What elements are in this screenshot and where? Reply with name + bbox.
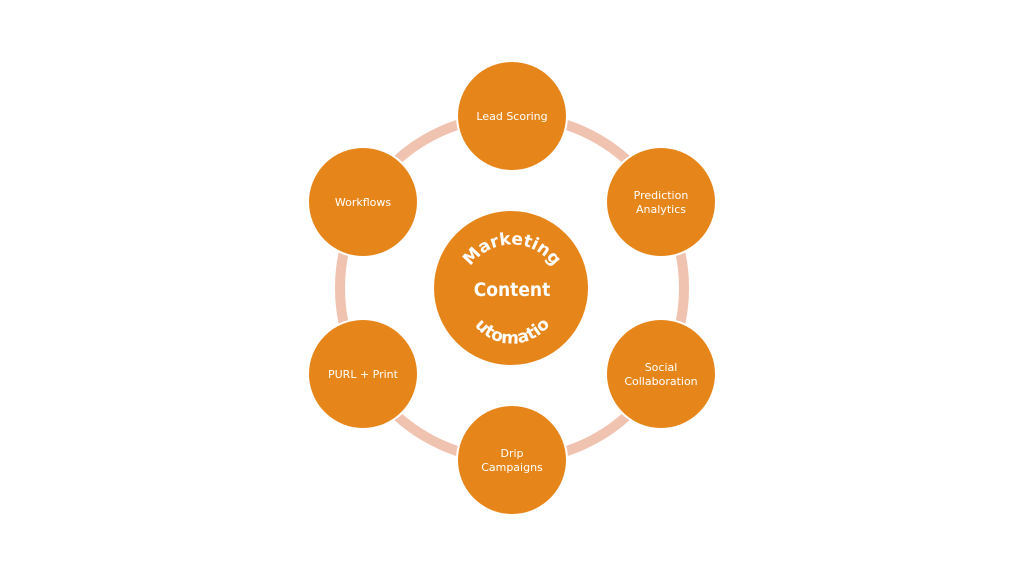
cycle-node: Workflows <box>307 146 419 258</box>
cycle-node-circle <box>307 318 419 430</box>
cycle-node-circle <box>605 318 717 430</box>
cycle-node-label: Analytics <box>636 203 686 216</box>
cycle-node-circle <box>605 146 717 258</box>
cycle-node-label: Campaigns <box>481 461 543 474</box>
center-middle-text: Content <box>474 279 551 301</box>
cycle-node-label: Social <box>645 361 678 374</box>
cycle-node-label: Collaboration <box>624 375 697 388</box>
cycle-node-circle <box>307 146 419 258</box>
center-circle <box>432 209 590 367</box>
cycle-node-label: Lead Scoring <box>476 110 547 123</box>
cycle-node-circle <box>456 60 568 172</box>
cycle-node-label: PURL + Print <box>328 368 399 381</box>
cycle-node-label: Drip <box>500 447 523 460</box>
cycle-node: PURL + Print <box>307 318 419 430</box>
cycle-node-label: Prediction <box>634 189 689 202</box>
cycle-node-label: Workflows <box>335 196 392 209</box>
cycle-node-circle <box>456 404 568 516</box>
cycle-node: Lead Scoring <box>456 60 568 172</box>
center-node: Marketing Content Automation <box>0 0 590 367</box>
